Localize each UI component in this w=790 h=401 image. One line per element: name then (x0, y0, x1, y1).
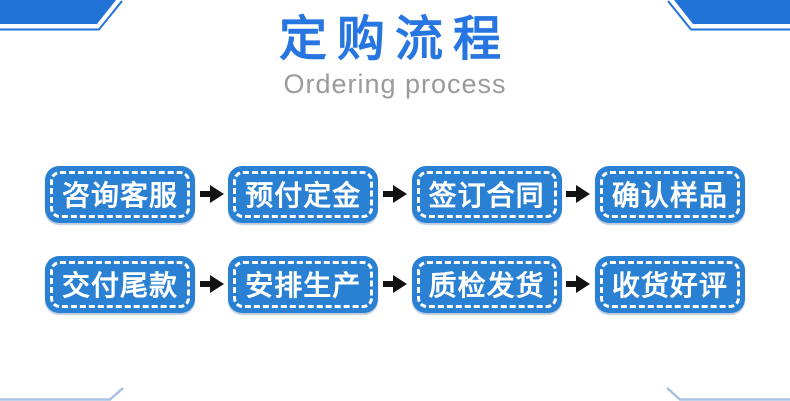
flow-step-pay-deposit: 预付定金 (228, 165, 379, 223)
dashed-frame: 收货好评 (599, 260, 740, 308)
flow-step-confirm-sample: 确认样品 (594, 165, 745, 223)
flow-step-label: 咨询客服 (61, 180, 178, 212)
arrow-right-icon (382, 275, 407, 294)
flow-step-label: 收货好评 (611, 270, 728, 302)
flow-step-label: 质检发货 (428, 270, 545, 302)
dashed-frame: 确认样品 (599, 170, 740, 218)
dashed-frame: 质检发货 (416, 260, 557, 308)
flow-step-label: 安排生产 (245, 270, 362, 302)
corner-line-bottom-left-icon (0, 387, 124, 401)
dashed-frame: 签订合同 (416, 170, 557, 218)
section-subtitle: Ordering process (283, 68, 507, 99)
flow-step-arrange-production: 安排生产 (228, 255, 379, 313)
section-title: 定购流程 (278, 13, 511, 66)
corner-line-bottom-right-icon (666, 387, 790, 401)
arrow-right-icon (566, 185, 591, 204)
dashed-frame: 咨询客服 (50, 170, 190, 218)
section-header: 定购流程 Ordering process (0, 0, 790, 100)
arrow-right-icon (382, 185, 407, 204)
flow-step-receive-review: 收货好评 (594, 255, 745, 313)
flow-step-sign-contract: 签订合同 (411, 165, 562, 223)
flow-step-consult-service: 咨询客服 (45, 165, 195, 223)
flow-step-qc-shipping: 质检发货 (411, 255, 562, 313)
flow-step-label: 签订合同 (428, 180, 545, 212)
arrow-right-icon (199, 185, 224, 204)
flow-step-label: 确认样品 (611, 180, 728, 212)
dashed-frame: 安排生产 (233, 260, 374, 308)
dashed-frame: 交付尾款 (50, 260, 190, 308)
dashed-frame: 预付定金 (233, 170, 374, 218)
flow-step-pay-balance: 交付尾款 (45, 255, 195, 313)
flow-step-label: 预付定金 (245, 180, 362, 212)
arrow-right-icon (199, 275, 224, 294)
flow-row-2: 交付尾款 安排生产 质检发货 收货好评 (45, 255, 745, 313)
flow-diagram: 咨询客服 预付定金 签订合同 确认样品 (0, 165, 790, 313)
flow-row-1: 咨询客服 预付定金 签订合同 确认样品 (45, 165, 745, 223)
flow-step-label: 交付尾款 (61, 270, 178, 302)
arrow-right-icon (566, 275, 591, 294)
